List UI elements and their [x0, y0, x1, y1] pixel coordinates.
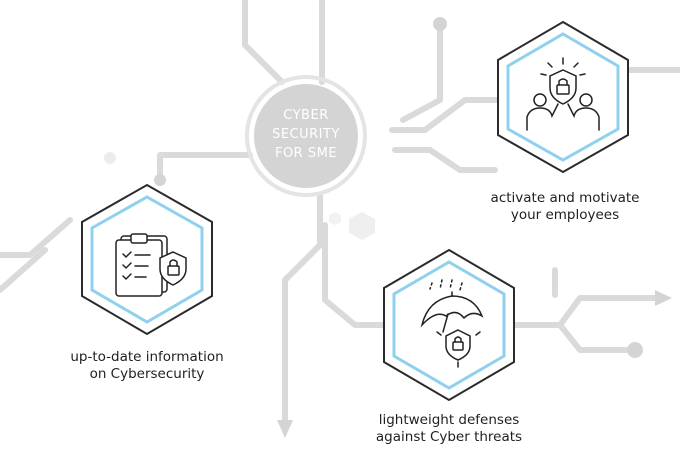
- hub-label: CYBER SECURITY FOR SME: [248, 106, 364, 163]
- feature-hexagon-clipboard: [81, 183, 213, 336]
- hexagon-inner: [506, 32, 620, 162]
- circuit-line-bottom-right: [322, 222, 388, 328]
- circuit-line-bottom-center: [282, 192, 323, 423]
- circuit-lines: [0, 0, 680, 423]
- feature-caption-clipboard: up-to-date information on Cybersecurity: [42, 349, 252, 383]
- caption-line: up-to-date information: [70, 349, 224, 365]
- caption-line: your employees: [510, 207, 620, 223]
- node-dot: [627, 342, 643, 358]
- hub-label-line: FOR SME: [274, 146, 338, 161]
- circuit-line-right-dot: [512, 322, 638, 353]
- hexagon-inner: [392, 260, 506, 390]
- caption-line: on Cybersecurity: [89, 366, 205, 382]
- decor-hexagon: [329, 212, 341, 225]
- hub-circle: [254, 84, 358, 188]
- feature-caption-umbrella: lightweight defenses against Cyber threa…: [345, 412, 553, 446]
- feature-caption-employees: activate and motivate your employees: [470, 190, 660, 224]
- caption-line: activate and motivate: [490, 190, 640, 206]
- hub-label-line: CYBER: [283, 108, 329, 123]
- node-dot: [154, 174, 166, 186]
- clipboard-lock-icon: [115, 233, 187, 297]
- circuit-line-right-lower: [392, 147, 498, 173]
- node-dots: [104, 17, 643, 358]
- hexagon-outer: [383, 248, 515, 402]
- arrowhead-down: [277, 420, 293, 438]
- employees-shield-icon: [526, 57, 600, 131]
- circuit-line-top-left: [242, 0, 285, 85]
- circuit-line-left-low: [0, 247, 48, 293]
- hub-ring: [245, 75, 367, 197]
- hub-node: [245, 75, 367, 197]
- circuit-line-right-mid: [389, 97, 503, 133]
- decor-hexagon: [349, 212, 375, 240]
- feature-hexagon-umbrella: [383, 248, 515, 402]
- hub-label-line: SECURITY: [272, 127, 340, 142]
- umbrella-shield-icon: [420, 279, 484, 368]
- hexagon-inner: [90, 195, 204, 324]
- circuit-line-right-arrow: [512, 295, 658, 328]
- circuit-line-left-mid: [157, 152, 253, 178]
- circuit-line-top-right: [400, 21, 443, 123]
- caption-line: lightweight defenses: [378, 412, 520, 428]
- node-dot: [104, 152, 116, 164]
- circuit-line-left-bottom: [0, 217, 73, 258]
- arrowhead-right: [655, 290, 672, 306]
- hexagon-outer: [497, 20, 629, 174]
- node-dot: [433, 17, 447, 31]
- feature-hexagon-employees: [497, 20, 629, 174]
- caption-line: against Cyber threats: [375, 429, 523, 445]
